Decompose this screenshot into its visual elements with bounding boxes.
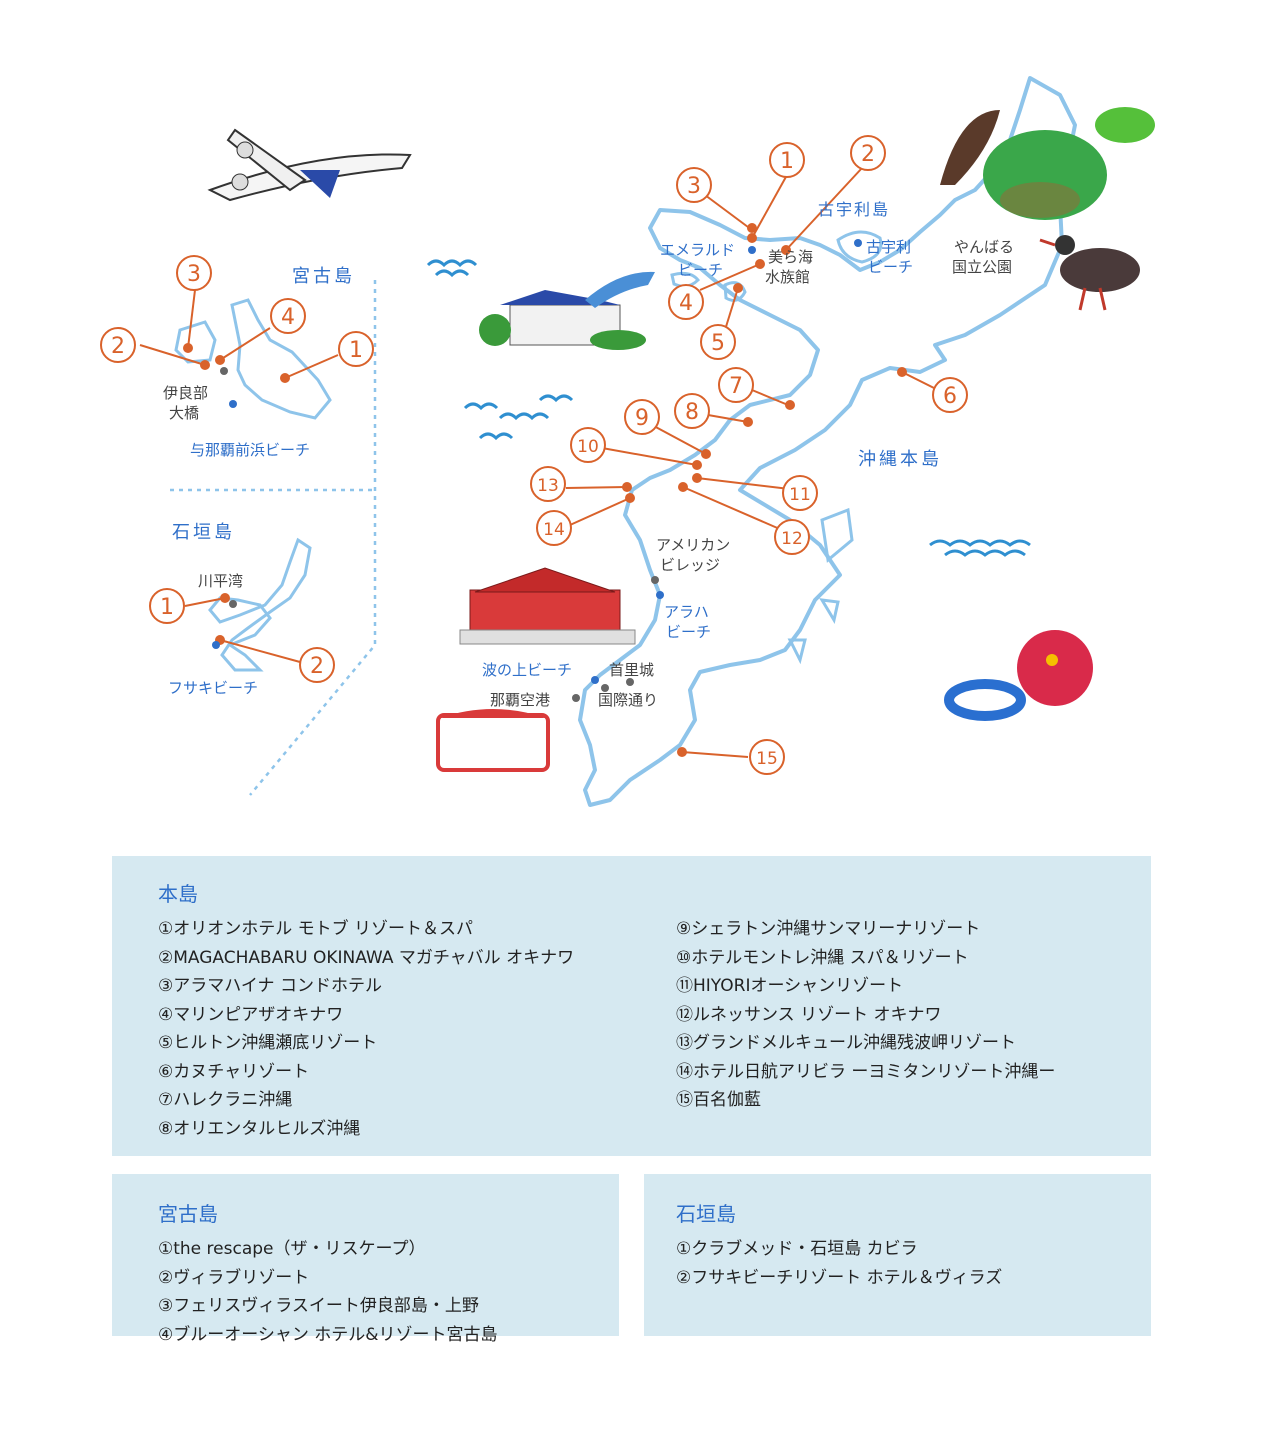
separator-line (170, 280, 377, 796)
marker-9-honto: 9 (635, 406, 649, 431)
marker-7-honto: 7 (729, 374, 743, 399)
marker-13-honto: 13 (537, 476, 559, 496)
list-item: ③フェリスヴィラスイート伊良部島・上野 (158, 1296, 479, 1316)
legend-ishigaki-title: 石垣島 (676, 1202, 736, 1226)
marker-1-miyako: 1 (349, 338, 363, 363)
place-dots (212, 239, 862, 702)
legend-ishigaki: 石垣島 ①クラブメッド・石垣島 カビラ ②フサキビーチリゾート ホテル＆ヴィラズ (644, 1174, 1151, 1336)
list-item: ②フサキビーチリゾート ホテル＆ヴィラズ (676, 1267, 1003, 1288)
place-naha-airport: 那覇空港 (490, 691, 550, 709)
marker-14-honto: 14 (543, 520, 565, 540)
kouri-island (836, 230, 883, 264)
aquarium-illustration (479, 271, 655, 350)
hibiscus-illustration (944, 630, 1093, 721)
place-araha-beach-line2: ビーチ (666, 623, 711, 641)
sesoko-island (723, 281, 747, 302)
list-item: ⑭ホテル日航アリビラ ーヨミタンリゾート沖縄ー (676, 1061, 1056, 1082)
marker-1-ishigaki: 1 (160, 595, 174, 620)
marker-11-honto: 11 (789, 485, 811, 505)
marker-6-honto: 6 (943, 384, 957, 409)
list-item: ③アラマハイナ コンドホテル (158, 976, 382, 996)
place-shuri-castle: 首里城 (609, 661, 654, 679)
region-label-ishigaki: 石垣島 (172, 522, 235, 543)
place-irabu-bridge-line1: 伊良部 (163, 384, 208, 402)
list-item: ⑤ヒルトン沖縄瀬底リゾート (158, 1033, 378, 1053)
marker-8-honto: 8 (685, 400, 699, 425)
marker-dots (183, 223, 907, 757)
place-emerald-beach-line2: ビーチ (678, 261, 723, 279)
place-emerald-beach-line1: エメラルド (660, 241, 735, 259)
region-label-honto: 沖縄本島 (858, 449, 942, 470)
place-kouri-beach-line1: 古宇利 (866, 238, 911, 256)
list-item: ④マリンピアザオキナワ (158, 1004, 344, 1025)
legend-miyako-title: 宮古島 (158, 1202, 218, 1226)
yanbaru-illustration (940, 107, 1155, 311)
marker-2-honto: 2 (861, 142, 875, 167)
irabu-island (174, 320, 217, 364)
marker-3-honto: 3 (687, 174, 701, 199)
marker-3-miyako: 3 (187, 262, 201, 287)
legend-miyako-list: ①the rescape（ザ・リスケープ） ②ヴィラブリゾート ③フェリスヴィラ… (158, 1235, 619, 1349)
marker-10-honto: 10 (577, 437, 599, 457)
legend-honto-title: 本島 (158, 882, 198, 906)
list-item: ①オリオンホテル モトブ リゾート＆スパ (158, 919, 474, 939)
place-american-village-line1: アメリカン (656, 536, 730, 554)
place-kabira-bay: 川平湾 (198, 572, 243, 590)
marker-2-miyako: 2 (111, 334, 125, 359)
place-araha-beach-line1: アラハ (664, 603, 709, 621)
list-item: ①クラブメッド・石垣島 カビラ (676, 1239, 918, 1259)
place-kouri-beach-line2: ビーチ (868, 258, 913, 276)
place-churaumi-line1: 美ら海 (768, 248, 813, 266)
list-item: ②ヴィラブリゾート (158, 1267, 310, 1288)
place-irabu-bridge-line2: 大橋 (169, 404, 199, 422)
list-item: ⑥カヌチャリゾート (158, 1061, 310, 1082)
place-american-village-line2: ビレッジ (660, 556, 720, 574)
list-item: ⑦ハレクラニ沖縄 (158, 1090, 293, 1110)
airplane-illustration (207, 128, 412, 202)
legend-honto-col1: ①オリオンホテル モトブ リゾート＆スパ ②MAGACHABARU OKINAW… (158, 915, 676, 1143)
place-churaumi-line2: 水族館 (765, 268, 810, 286)
leader-lines (139, 167, 939, 758)
list-item: ⑧オリエンタルヒルズ沖縄 (158, 1118, 361, 1139)
place-fusaki-beach: フサキビーチ (168, 679, 258, 697)
marker-4-honto: 4 (679, 291, 693, 316)
list-item: ①the rescape（ザ・リスケープ） (158, 1239, 426, 1259)
list-item: ②MAGACHABARU OKINAWA マガチャバル オキナワ (158, 947, 575, 968)
miyako-island (230, 298, 332, 420)
region-label-kouri: 古宇利島 (818, 200, 890, 219)
okinawa-map: 1 2 3 4 5 6 7 8 9 10 11 13 14 12 15 3 2 … (100, 76, 1155, 807)
marker-12-honto: 12 (781, 529, 803, 549)
place-yanbaru-line1: やんばる (954, 238, 1014, 256)
marker-5-honto: 5 (711, 331, 725, 356)
numbered-marker-labels: 1 2 3 4 5 6 7 8 9 10 11 13 14 12 15 3 2 … (111, 142, 957, 769)
wave-decoration (426, 259, 1031, 557)
list-item: ⑫ルネッサンス リゾート オキナワ (676, 1004, 942, 1025)
list-item: ⑨シェラトン沖縄サンマリーナリゾート (676, 919, 981, 939)
list-item: ⑪HIYORIオーシャンリゾート (676, 976, 904, 996)
list-item: ⑬グランドメルキュール沖縄残波岬リゾート (676, 1033, 1016, 1053)
legend-honto-col2: ⑨シェラトン沖縄サンマリーナリゾート ⑩ホテルモントレ沖縄 スパ＆リゾート ⑪H… (676, 915, 1055, 1143)
place-yonaha-beach: 与那覇前浜ビーチ (190, 441, 310, 459)
place-naminoue-beach: 波の上ビーチ (482, 661, 572, 679)
numbered-markers (100, 135, 968, 775)
region-label-miyako: 宮古島 (292, 266, 355, 287)
ishigaki-island (208, 537, 312, 672)
marker-2-ishigaki: 2 (310, 654, 324, 679)
east-islets (787, 507, 854, 665)
list-item: ⑮百名伽藍 (676, 1090, 761, 1110)
shurijo-illustration (459, 567, 636, 645)
mensore-sign-illustration (436, 709, 550, 772)
marker-4-miyako: 4 (281, 305, 295, 330)
legend-miyako: 宮古島 ①the rescape（ザ・リスケープ） ②ヴィラブリゾート ③フェリ… (112, 1174, 619, 1345)
place-yanbaru-line2: 国立公園 (952, 258, 1012, 276)
place-kokusai-street: 国際通り (598, 691, 658, 709)
list-item: ⑩ホテルモントレ沖縄 スパ＆リゾート (676, 947, 969, 968)
legend-honto: 本島 ①オリオンホテル モトブ リゾート＆スパ ②MAGACHABARU OKI… (112, 856, 1151, 1156)
marker-15-honto: 15 (756, 749, 778, 769)
legend-ishigaki-list: ①クラブメッド・石垣島 カビラ ②フサキビーチリゾート ホテル＆ヴィラズ (676, 1235, 1151, 1292)
list-item: ④ブルーオーシャン ホテル&リゾート宮古島 (158, 1324, 498, 1345)
marker-1-honto: 1 (780, 149, 794, 174)
okinawa-main-island (578, 76, 1077, 807)
